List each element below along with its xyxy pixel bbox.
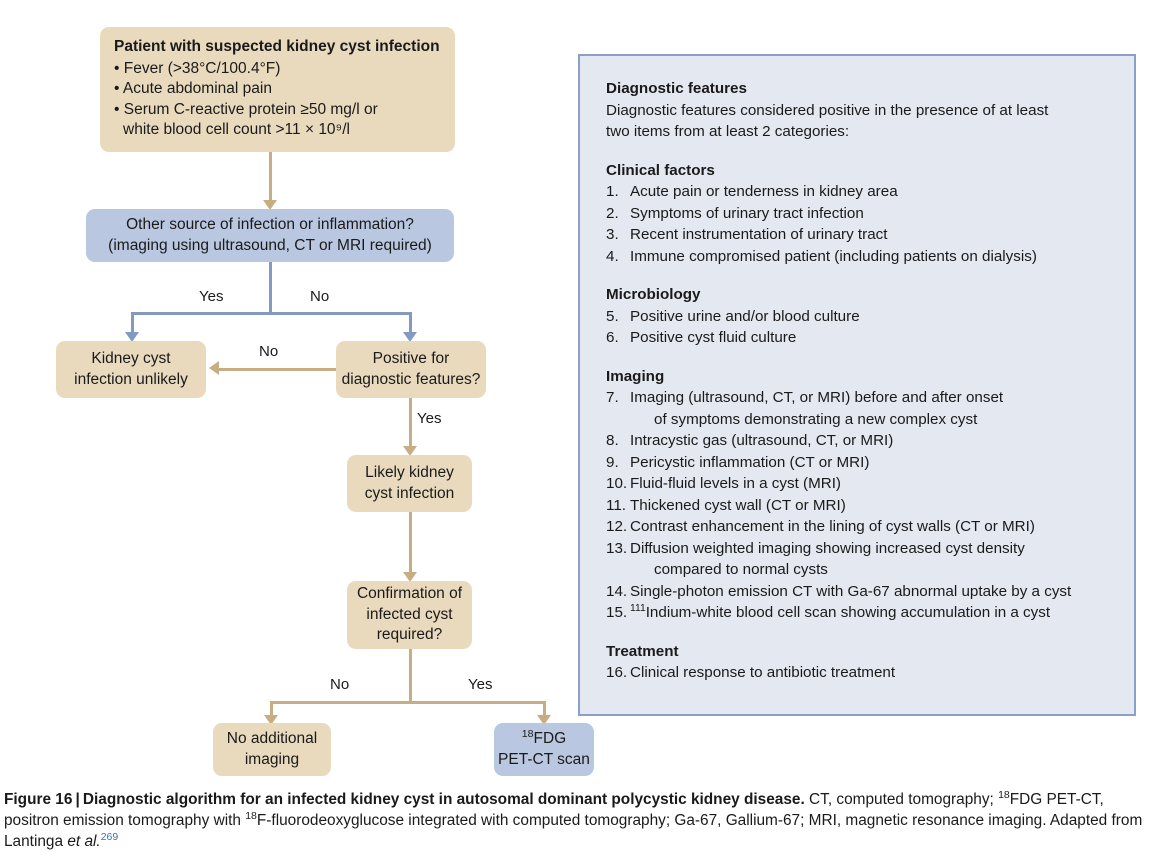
list-item: 13.Diffusion weighted imaging showing in… [606, 539, 1025, 579]
indium-isotope-superscript: 111 [630, 602, 646, 614]
edge-label-confirm-yes: Yes [468, 676, 493, 693]
node-likely-line2: cyst infection [364, 484, 455, 502]
caption-body-3: F-fluorodeoxyglucose integrated with com… [4, 811, 1143, 850]
list-item: 2.Symptoms of urinary tract infection [606, 204, 864, 222]
edge-label-other-yes: Yes [199, 288, 224, 305]
node-features-line1: Positive for [372, 350, 450, 368]
connector-likely-to-confirmation [409, 512, 412, 574]
list-item: 7.Imaging (ultrasound, CT, or MRI) befor… [606, 389, 1004, 428]
list-item: 9.Pericystic inflammation (CT or MRI) [606, 453, 870, 471]
node-petct-line1: 18FDG [521, 727, 567, 748]
node-confirm-line1: Confirmation of [356, 585, 463, 603]
section-list-imaging: 7.Imaging (ultrasound, CT, or MRI) befor… [606, 387, 1114, 624]
node-other-source-line1: Other source of infection or inflammatio… [126, 216, 414, 234]
node-no-additional-imaging[interactable]: No additional imaging [213, 723, 331, 776]
arrowhead-confirm-yes [537, 715, 551, 725]
edge-label-features-yes: Yes [417, 410, 442, 427]
connector-confirm-yes-drop [543, 701, 546, 717]
node-petct-line2: PET-CT scan [498, 750, 590, 768]
node-unlikely-line1: Kidney cyst [91, 350, 171, 368]
node-confirmation-required[interactable]: Confirmation of infected cyst required? [347, 581, 472, 649]
arrowhead-other-yes [125, 332, 139, 342]
node-suspected-bullet-4: white blood cell count >11 × 10⁹/l [123, 121, 350, 139]
node-unlikely-line2: infection unlikely [74, 370, 188, 388]
list-item: 3.Recent instrumentation of urinary trac… [606, 226, 888, 243]
node-positive-for-features[interactable]: Positive for diagnostic features? [336, 341, 486, 398]
arrowhead-features-to-likely [403, 446, 417, 456]
edge-label-features-no: No [259, 343, 279, 360]
node-patient-suspected[interactable]: Patient with suspected kidney cyst infec… [100, 27, 455, 152]
section-heading-treatment: Treatment [606, 642, 679, 660]
connector-suspected-to-other [269, 152, 272, 202]
spacer [606, 267, 1114, 284]
list-item: 4.Immune compromised patient (including … [606, 247, 1037, 265]
node-other-source-line2: (imaging using ultrasound, CT or MRI req… [108, 236, 432, 254]
connector-features-to-unlikely [219, 368, 336, 371]
figure-caption: Figure 16 | Diagnostic algorithm for an … [4, 790, 1154, 853]
connector-other-stem [269, 262, 272, 314]
section-heading-clinical-factors: Clinical factors [606, 161, 715, 179]
list-item: 11.Thickened cyst wall (CT or MRI) [606, 496, 846, 514]
node-noimg-line1: No additional [226, 730, 318, 748]
spacer [606, 349, 1114, 366]
arrowhead-other-no [403, 332, 417, 342]
section-list-treatment: 16.Clinical response to antibiotic treat… [606, 662, 1114, 684]
node-features-line2: diagnostic features? [341, 370, 481, 388]
connector-confirm-stem [409, 649, 412, 703]
node-confirm-line2: infected cyst [366, 605, 453, 623]
node-suspected-bullet-2: • Acute abdominal pain [114, 80, 272, 98]
arrowhead-suspected-to-other [263, 200, 277, 210]
node-other-source[interactable]: Other source of infection or inflammatio… [86, 209, 454, 262]
edge-label-confirm-no: No [330, 676, 350, 693]
node-suspected-bullet-3: • Serum C-reactive protein ≥50 mg/l or [114, 100, 378, 118]
list-item: 15.111Indium-white blood cell scan showi… [606, 602, 1051, 621]
spacer [606, 624, 1114, 641]
node-likely-infection[interactable]: Likely kidney cyst infection [347, 455, 472, 512]
list-item: 1.Acute pain or tenderness in kidney are… [606, 183, 898, 200]
list-item: 8.Intracystic gas (ultrasound, CT, or MR… [606, 432, 894, 449]
section-heading-microbiology: Microbiology [606, 286, 701, 303]
node-confirm-line3: required? [376, 626, 443, 644]
node-suspected-bullet-1: • Fever (>38°C/100.4°F) [114, 59, 281, 77]
caption-body-1: CT, computed tomography; [804, 791, 999, 808]
caption-reference-number: 269 [100, 831, 119, 843]
node-petct-superscript: 18 [521, 727, 534, 740]
arrowhead-features-to-unlikely [209, 361, 219, 375]
connector-confirm-crossbar [270, 701, 545, 704]
connector-confirm-no-drop [270, 701, 273, 717]
caption-superscript-2: 18 [245, 810, 257, 822]
caption-separator: | [72, 791, 83, 808]
list-item: 14.Single-photon emission CT with Ga-67 … [606, 582, 1072, 600]
caption-body-2: FDG PET-CT, positron emission tomography… [4, 791, 1104, 829]
caption-figure-label: Figure 16 [4, 791, 73, 808]
list-item: 6.Positive cyst fluid culture [606, 329, 797, 346]
connector-other-no-drop [409, 312, 412, 334]
section-list-clinical-factors: 1.Acute pain or tenderness in kidney are… [606, 181, 1114, 267]
caption-title: Diagnostic algorithm for an infected kid… [82, 791, 805, 808]
edge-label-other-no: No [310, 288, 330, 305]
list-item: 5.Positive urine and/or blood culture [606, 307, 860, 325]
node-likely-line1: Likely kidney [365, 464, 454, 482]
diagnostic-features-panel: Diagnostic features Diagnostic features … [578, 54, 1136, 716]
connector-features-to-likely [409, 398, 412, 448]
caption-et-al: et al. [67, 832, 101, 850]
arrowhead-confirm-no [264, 715, 278, 725]
node-noimg-line2: imaging [244, 750, 300, 768]
spacer [606, 143, 1114, 160]
list-item: 16.Clinical response to antibiotic treat… [606, 664, 896, 681]
caption-superscript-1: 18 [998, 789, 1010, 801]
arrowhead-likely-to-confirmation [403, 572, 417, 582]
node-infection-unlikely[interactable]: Kidney cyst infection unlikely [56, 341, 206, 398]
list-item: 10.Fluid-fluid levels in a cyst (MRI) [606, 475, 841, 492]
connector-other-yes-drop [131, 312, 134, 334]
features-panel-heading: Diagnostic features [606, 80, 747, 97]
node-suspected-title: Patient with suspected kidney cyst infec… [114, 38, 440, 56]
list-item: 12.Contrast enhancement in the lining of… [606, 518, 1035, 535]
connector-other-crossbar [131, 312, 411, 315]
features-panel-intro-line2: two items from at least 2 categories: [606, 123, 850, 140]
node-fdg-pet-ct-scan[interactable]: 18FDG PET-CT scan [494, 723, 594, 776]
section-list-microbiology: 5.Positive urine and/or blood culture 6.… [606, 306, 1114, 349]
section-heading-imaging: Imaging [606, 367, 665, 385]
features-panel-intro-line1: Diagnostic features considered positive … [606, 101, 1049, 119]
